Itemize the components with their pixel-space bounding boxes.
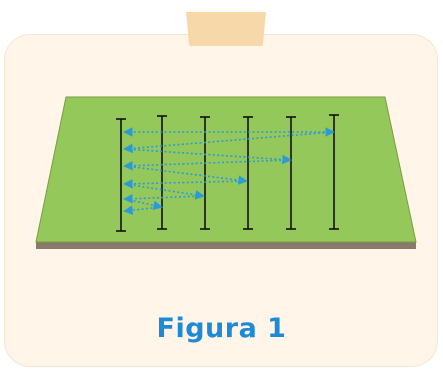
arrow-4 bbox=[123, 159, 291, 171]
figure-caption: Figura 1 bbox=[156, 313, 287, 344]
arrow-5 bbox=[124, 165, 248, 185]
arrow-9 bbox=[124, 198, 163, 211]
arrow-10 bbox=[123, 205, 162, 215]
run-arrows bbox=[123, 127, 335, 215]
stake-1 bbox=[116, 118, 126, 232]
green-field bbox=[35, 96, 417, 243]
arrow-3 bbox=[124, 148, 292, 165]
ground-strip bbox=[36, 241, 416, 249]
tape-strip bbox=[186, 12, 266, 46]
